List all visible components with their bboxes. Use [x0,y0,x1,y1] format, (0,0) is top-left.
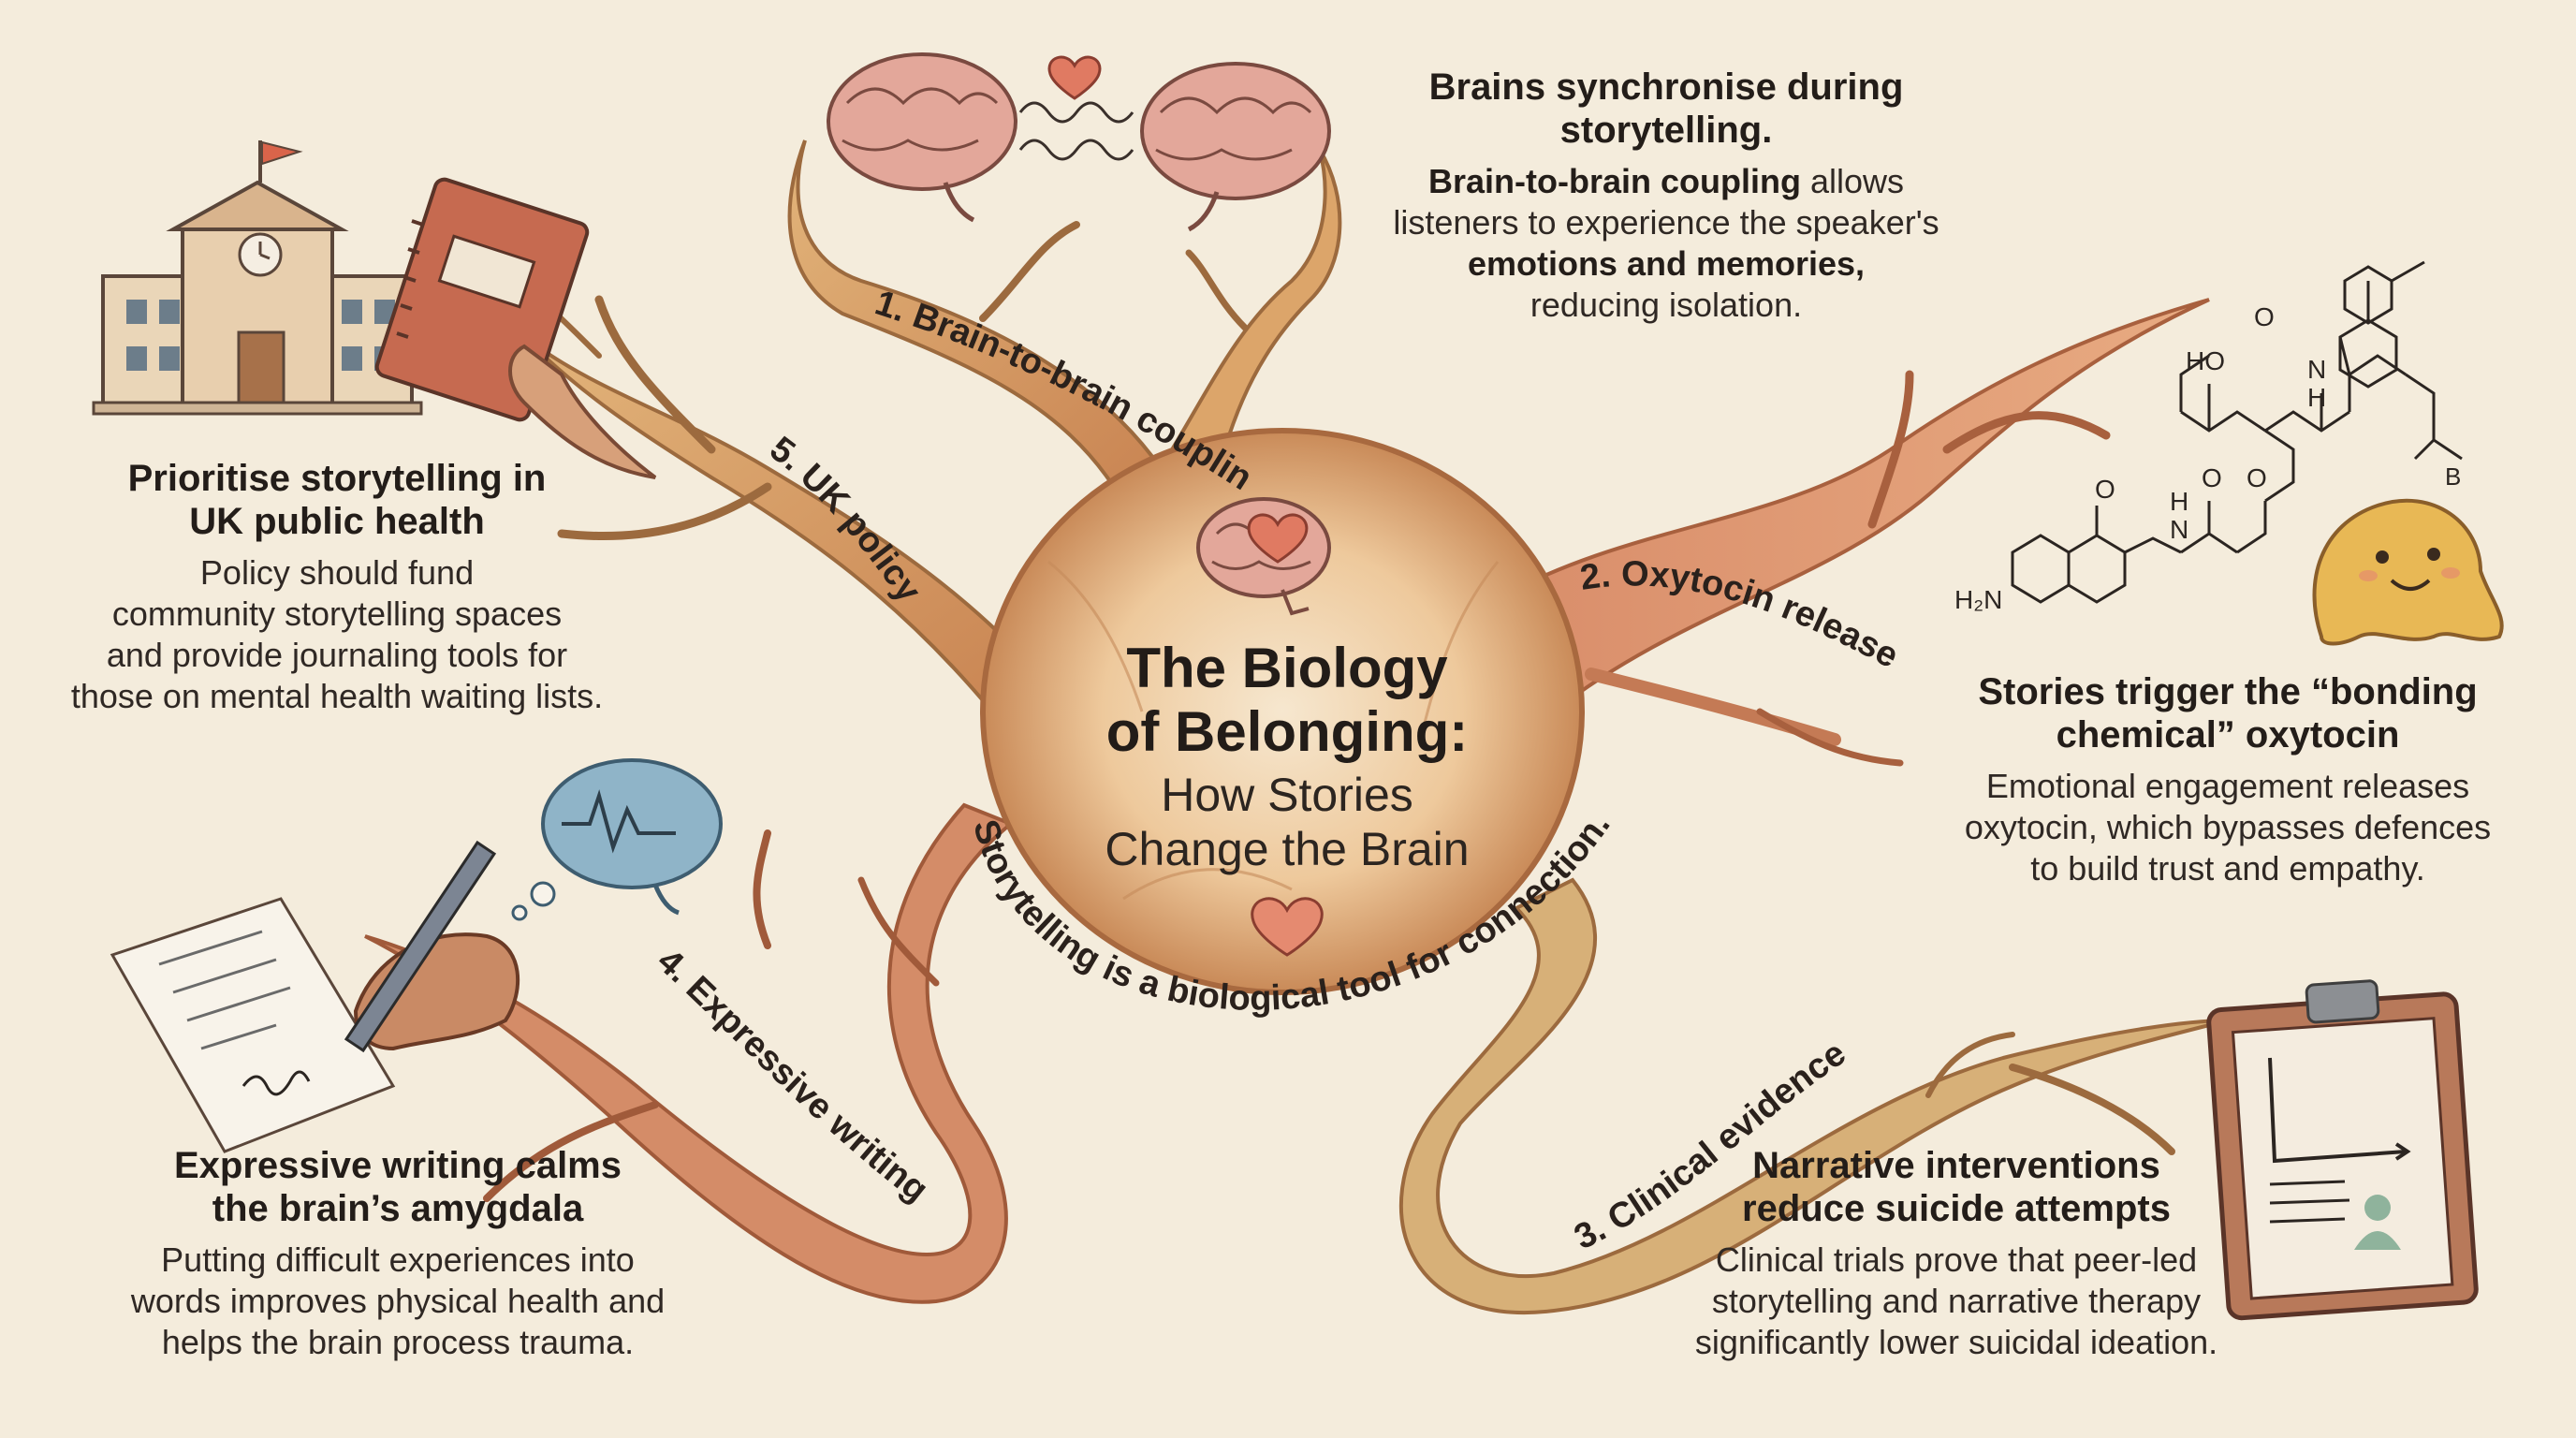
branch-4-heading-2: the brain’s amygdala [212,1188,584,1229]
molecule-label-h2: H [2170,487,2188,516]
brain-sync-wave-2 [1018,139,1134,161]
branch-3-heading-1: Narrative interventions [1752,1145,2160,1186]
molecule-label-n2: N [2170,515,2188,544]
right-brain-icon [1140,62,1331,232]
branch-3-body-3: significantly lower suicidal ideation. [1694,1323,2218,1361]
branch-5-body: Policy should fund community storytellin… [37,552,637,717]
molecule-label-h2n: H₂N [1954,585,2002,614]
branch-2-heading-1: Stories trigger the “bonding [1978,671,2478,712]
central-title: The Biology of Belonging: How Stories Ch… [1058,637,1516,876]
branch-5-body-2: community storytelling spaces [111,594,563,633]
branch-4-body-2: words improves physical health and [130,1282,666,1320]
branch-2-trunk [1495,298,2210,767]
molecule-label-o3: O [2095,475,2115,504]
branch-3-callout: Narrative interventions reduce suicide a… [1647,1144,2265,1363]
core-heart-icon [1247,513,1309,564]
core-bottom-heart-icon [1251,897,1324,957]
branch-3-body: Clinical trials prove that peer-led stor… [1647,1240,2265,1363]
hand-holding-notebook [508,344,657,479]
branch-4-body: Putting difficult experiences into words… [94,1240,702,1363]
branch-2-heading-2: chemical” oxytocin [2056,714,2400,756]
branch-1-body-1: allows [1800,162,1904,200]
branch-2-body-3: to build trust and empathy. [2030,849,2425,888]
molecule-label-o1: O [2254,302,2275,331]
branch-5-callout: Prioritise storytelling in UK public hea… [37,457,637,717]
molecule-label-o5: O [2247,463,2267,492]
branch-1-bold-1: Brain-to-brain coupling [1427,162,1801,200]
branch-5-body-3: and provide journaling tools for [106,636,568,674]
branch-3-heading-2: reduce suicide attempts [1742,1188,2171,1229]
branch-1-body: Brain-to-brain coupling allows listeners… [1329,161,2003,326]
subtitle-line-1: How Stories [1161,769,1413,821]
branch-2-body: Emotional engagement releases oxytocin, … [1928,766,2527,889]
molecule-label-o4: O [2202,463,2222,492]
title-line-1: The Biology [1126,637,1448,699]
thought-brain-icon [511,758,723,921]
branch-2-body-2: oxytocin, which bypasses defences [1964,808,2492,846]
branch-4-body-1: Putting difficult experiences into [161,1240,635,1279]
pen-icon [344,840,497,1053]
school-building-icon [92,140,423,416]
branch-1-heading-1: Brains synchronise during [1428,66,1904,108]
branch-5-heading-1: Prioritise storytelling in [127,458,547,499]
subtitle-line-2: Change the Brain [1105,823,1470,875]
molecule-label-b: B [2445,462,2461,491]
branch-4-trunk [364,802,1015,1304]
branch-2-callout: Stories trigger the “bonding chemical” o… [1928,670,2527,889]
branch-3-body-1: Clinical trials prove that peer-led [1715,1240,2198,1279]
top-heart-icon [1047,55,1102,100]
molecule-label-h1: H [2307,383,2326,412]
title-line-2: of Belonging: [1105,700,1469,763]
branch-2-body-1: Emotional engagement releases [1985,767,2470,805]
branch-1-body-3: reducing isolation. [1530,286,1803,324]
oxytocin-mascot-blob [2312,498,2504,646]
molecule-label-n1: N [2307,355,2326,384]
branch-4-heading-1: Expressive writing calms [173,1145,622,1186]
molecule-label-ho: HO [2186,346,2225,375]
branch-1-bold-2: emotions and memories, [1467,244,1866,283]
branch-5-heading-2: UK public health [189,501,485,542]
left-brain-icon [827,52,1017,223]
branch-5-body-1: Policy should fund [199,553,475,592]
writing-paper-icon [110,897,396,1153]
branch-1-heading-2: storytelling. [1559,110,1773,151]
branch-4-callout: Expressive writing calms the brain’s amy… [94,1144,702,1363]
branch-1-callout: Brains synchronise during storytelling. … [1329,66,2003,326]
branch-3-body-2: storytelling and narrative therapy [1711,1282,2202,1320]
branch-5-body-4: those on mental health waiting lists. [70,677,604,715]
central-core [980,428,1585,995]
clipboard-chart-icon [2206,979,2479,1321]
branch-1-body-2: listeners to experience the speaker's [1393,203,1939,242]
oxytocin-molecule-diagram [2011,260,2463,604]
branch-4-body-3: helps the brain process trauma. [161,1323,635,1361]
brain-sync-wave [1018,101,1134,124]
